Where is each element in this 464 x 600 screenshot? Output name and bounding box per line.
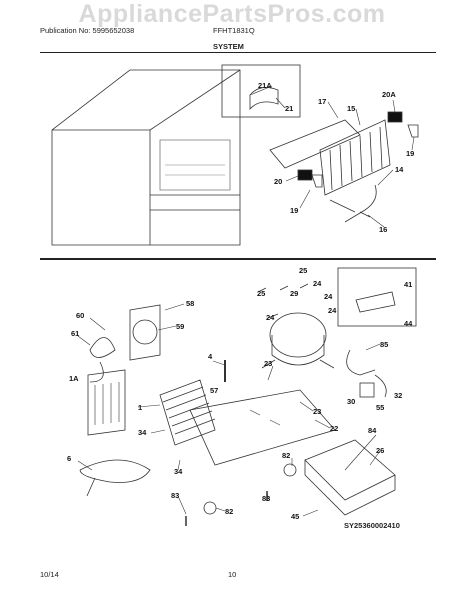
base-plate — [189, 389, 336, 466]
callout-labels: 21A 21 17 20A 15 19 20 14 19 16 25 25 24… — [67, 81, 414, 521]
evaporator-coil — [319, 119, 391, 223]
footer-date: 10/14 — [40, 570, 59, 579]
callout-29: 29 — [290, 289, 298, 298]
power-cord — [79, 459, 151, 497]
inset-box-41 — [337, 267, 417, 327]
callout-15: 15 — [347, 104, 355, 113]
callout-20a: 20A — [382, 90, 396, 99]
callout-1: 1 — [138, 403, 142, 412]
callout-24-b: 24 — [324, 292, 333, 301]
callout-58: 58 — [186, 299, 194, 308]
callout-84: 84 — [368, 426, 377, 435]
callout-19-bottom: 19 — [290, 206, 298, 215]
callout-26: 26 — [376, 446, 384, 455]
model-number: FFHT1831Q — [213, 26, 255, 35]
callout-32: 32 — [394, 391, 402, 400]
callout-25-left: 25 — [257, 289, 265, 298]
callout-20: 20 — [274, 177, 282, 186]
diagram-code: SY25360002410 — [344, 521, 400, 530]
callout-1a: 1A — [69, 374, 79, 383]
drain-heater — [329, 199, 371, 218]
callout-82-right: 82 — [282, 451, 290, 460]
cabinet-outline — [51, 69, 241, 246]
callout-34-left: 34 — [138, 428, 147, 437]
callout-57: 57 — [210, 386, 218, 395]
compressor — [261, 312, 335, 369]
section-divider — [40, 258, 436, 260]
footer-page: 10 — [228, 570, 237, 579]
callout-24-c: 24 — [266, 313, 275, 322]
callout-22: 22 — [330, 424, 338, 433]
callout-59: 59 — [176, 322, 184, 331]
callout-23-top: 23 — [264, 359, 272, 368]
callout-21a: 21A — [258, 81, 272, 90]
overload-wire — [346, 349, 376, 376]
fan-blade — [89, 337, 116, 383]
callout-83-right: 83 — [262, 494, 270, 503]
section-title: SYSTEM — [213, 42, 244, 51]
callout-6: 6 — [67, 454, 71, 463]
callout-4: 4 — [208, 352, 213, 361]
callout-17: 17 — [318, 97, 326, 106]
callout-55: 55 — [376, 403, 384, 412]
callout-60: 60 — [76, 311, 84, 320]
callout-30: 30 — [347, 397, 355, 406]
callout-23-right: 23 — [313, 407, 321, 416]
inset-box-21a — [221, 64, 301, 118]
leader-lines — [77, 85, 415, 517]
callout-16: 16 — [379, 225, 387, 234]
callout-44: 44 — [404, 319, 413, 328]
evaporator-cover — [269, 119, 361, 169]
callout-83-left: 83 — [171, 491, 179, 500]
callout-41: 41 — [404, 280, 412, 289]
fan-shroud — [129, 304, 161, 361]
condenser-coil — [159, 379, 216, 446]
grommets — [257, 283, 309, 319]
callout-61: 61 — [71, 329, 79, 338]
callout-24-a: 24 — [313, 279, 322, 288]
drain-pan — [304, 439, 396, 516]
watermark: AppliancePartsPros.com — [78, 0, 386, 28]
callout-34-bottom: 34 — [174, 467, 183, 476]
callout-14: 14 — [395, 165, 404, 174]
callout-25-top: 25 — [299, 266, 307, 275]
clips-19 — [311, 124, 419, 188]
callout-19-top: 19 — [406, 149, 414, 158]
callout-24-d: 24 — [328, 306, 337, 315]
publication-number: Publication No: 5995652038 — [40, 26, 135, 35]
callout-21: 21 — [285, 104, 293, 113]
callout-85: 85 — [380, 340, 388, 349]
condenser-panel — [87, 369, 126, 436]
callout-45: 45 — [291, 512, 299, 521]
callout-82-left: 82 — [225, 507, 233, 516]
part-21 — [249, 87, 279, 111]
header-rule — [40, 52, 436, 53]
